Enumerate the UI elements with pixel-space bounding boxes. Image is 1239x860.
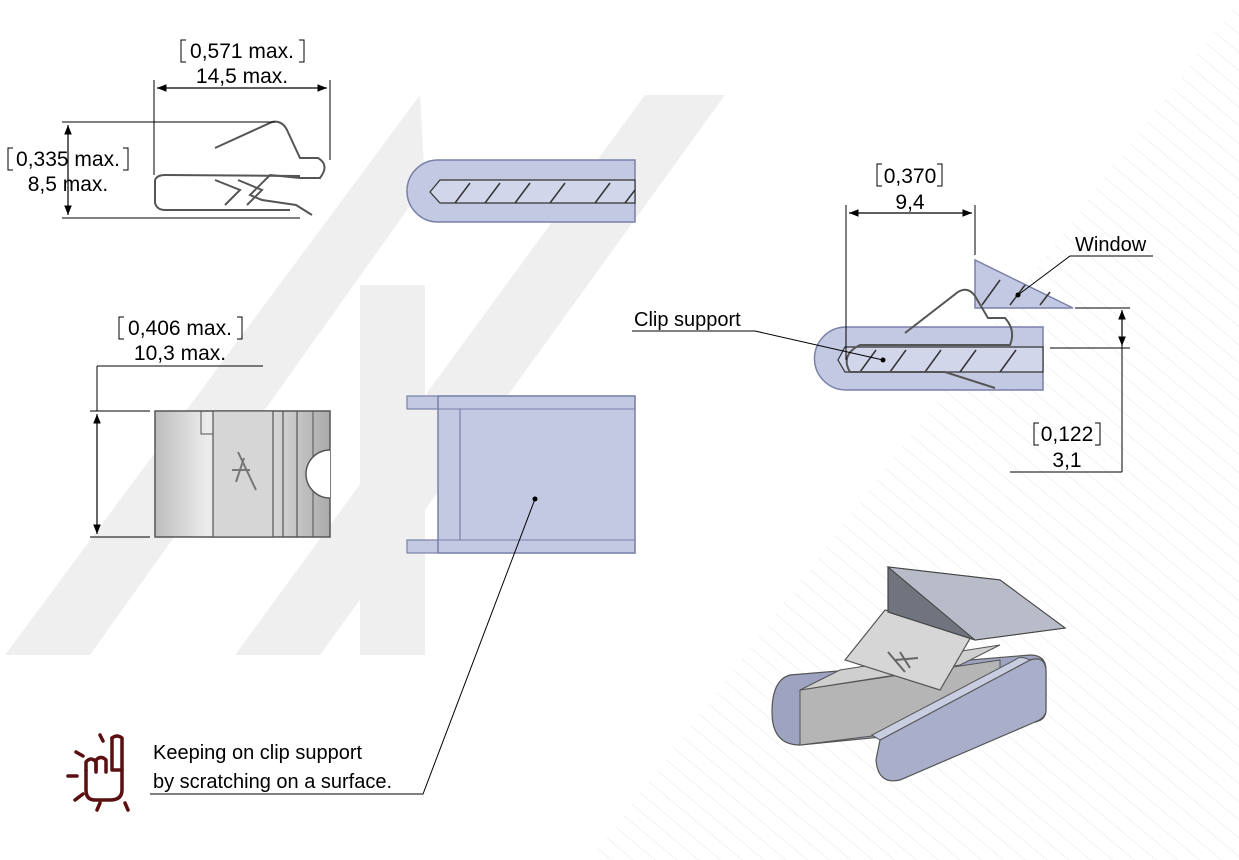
dim-top-height-mm: 8,5 max. [28, 173, 109, 196]
clip-front-view [154, 410, 331, 538]
dim-top-height-inch: 0,335 max. [16, 148, 120, 171]
dim-top-height: 0,335 max. 8,5 max. [7, 121, 300, 219]
dim-front-height: 0,406 max. 10,3 max. [90, 316, 263, 538]
dim-window-thickness-inch: 0,122 [1041, 423, 1094, 446]
dim-window-thickness: 0,122 3,1 [1010, 307, 1130, 473]
clip-side-view [154, 120, 326, 216]
dim-window-thickness-mm: 3,1 [1052, 449, 1081, 472]
logo-mark-icon [232, 451, 257, 491]
label-window-text: Window [1075, 234, 1147, 256]
clip-support-section [406, 159, 636, 223]
note-line-2: by scratching on a surface. [153, 771, 392, 793]
hand-pointing-icon [66, 733, 130, 812]
dim-top-width: 0,571 max. 14,5 max. [153, 39, 331, 175]
dim-front-height-inch: 0,406 max. [128, 317, 232, 340]
dim-top-width-inch: 0,571 max. [190, 40, 294, 63]
iso-logo-mark-icon [887, 651, 919, 673]
clip-support-top-view [406, 395, 636, 554]
note-line-1: Keeping on clip support [153, 742, 362, 764]
isometric-view [771, 566, 1067, 782]
watermark-logo [5, 95, 725, 655]
label-clip-support-text: Clip support [634, 309, 741, 331]
dim-front-height-mm: 10,3 max. [134, 342, 226, 365]
dim-install-width-inch: 0,370 [884, 165, 937, 188]
dim-install-width-mm: 9,4 [895, 191, 925, 214]
background-hatching [590, 0, 1239, 860]
dim-install-width: 0,370 9,4 [845, 163, 976, 360]
note-leader-line [150, 498, 536, 795]
label-window: Window [1015, 234, 1153, 298]
installation-section [813, 258, 1074, 391]
dim-top-width-mm: 14,5 max. [196, 65, 288, 88]
label-clip-support: Clip support [632, 309, 886, 363]
